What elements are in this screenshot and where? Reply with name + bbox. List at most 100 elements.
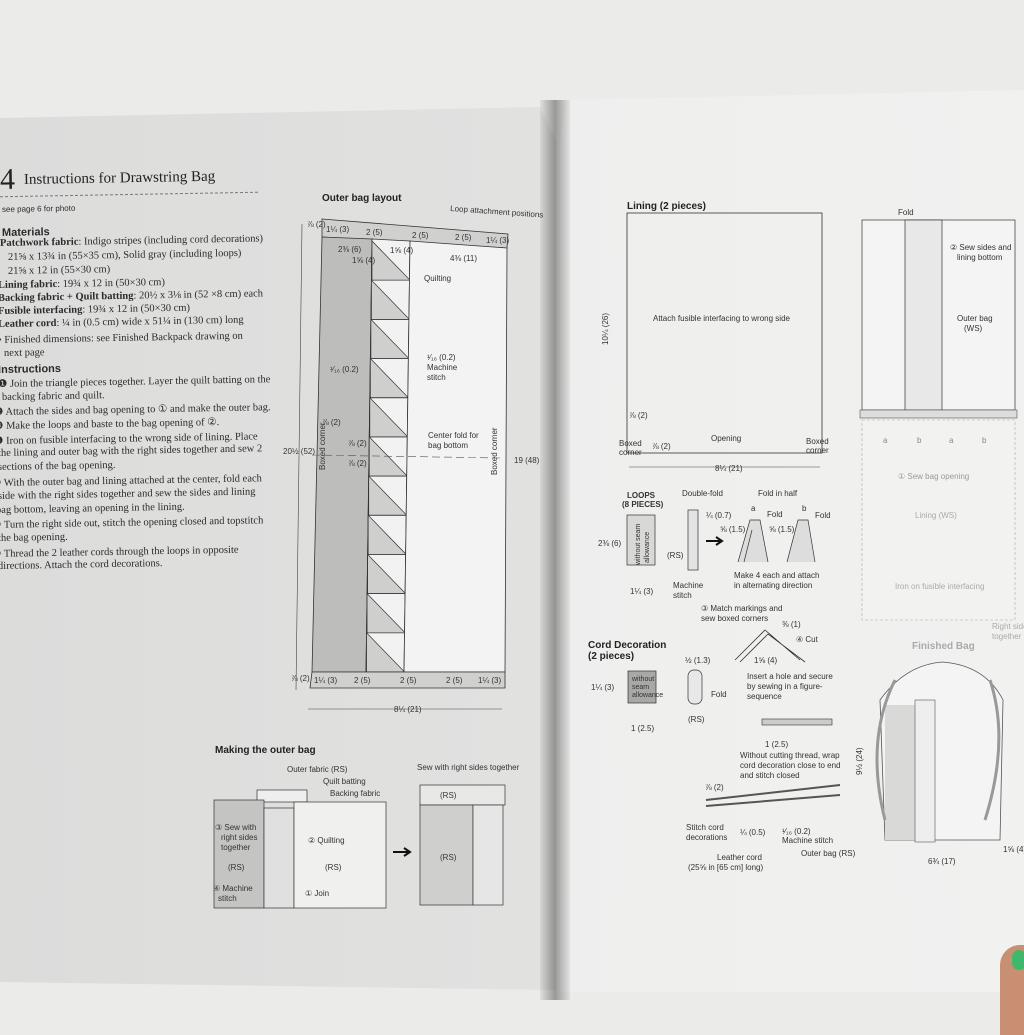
svg-text:Attach fusible interfacing to: Attach fusible interfacing to wrong side — [653, 314, 791, 323]
svg-text:Backing fabric: Backing fabric — [330, 789, 380, 798]
svg-text:⅞ (2): ⅞ (2) — [348, 459, 367, 468]
svg-text:⅝ (1.5): ⅝ (1.5) — [769, 525, 795, 534]
svg-text:¹⁄₁₆ (0.2): ¹⁄₁₆ (0.2) — [427, 353, 456, 362]
svg-text:Boxed: Boxed — [806, 437, 829, 446]
svg-text:2 (5): 2 (5) — [354, 676, 371, 685]
svg-text:seam: seam — [632, 684, 649, 691]
svg-text:Outer bag: Outer bag — [957, 314, 993, 323]
svg-text:② Quilting: ② Quilting — [308, 836, 345, 845]
svg-text:⅝ (1.5): ⅝ (1.5) — [720, 525, 746, 534]
svg-text:Leather cord: Leather cord — [717, 853, 762, 862]
svg-text:without seam: without seam — [635, 524, 642, 566]
svg-text:LOOPS: LOOPS — [627, 491, 656, 500]
svg-text:6¾ (17): 6¾ (17) — [928, 857, 956, 866]
svg-text:1¼ (3): 1¼ (3) — [314, 676, 337, 685]
svg-text:1⅝ (4): 1⅝ (4) — [390, 246, 413, 255]
svg-text:2 (5): 2 (5) — [400, 676, 417, 685]
svg-text:decorations: decorations — [686, 833, 727, 842]
svg-text:① Join: ① Join — [305, 889, 329, 898]
svg-text:a: a — [751, 504, 756, 513]
svg-text:lining bottom: lining bottom — [957, 253, 1003, 262]
svg-text:by sewing in a figure-: by sewing in a figure- — [747, 682, 823, 691]
svg-text:together: together — [221, 843, 251, 852]
bottom-strip — [309, 671, 506, 689]
svg-text:b: b — [982, 436, 987, 445]
svg-text:(RS): (RS) — [440, 791, 457, 800]
svg-text:2 (5): 2 (5) — [412, 231, 429, 240]
svg-text:(8 PIECES): (8 PIECES) — [622, 500, 664, 509]
svg-text:⅞ (2): ⅞ (2) — [629, 411, 648, 420]
svg-text:Boxed corner: Boxed corner — [318, 422, 327, 470]
svg-text:Lining (WS): Lining (WS) — [915, 511, 957, 520]
svg-text:Fold: Fold — [711, 690, 727, 699]
svg-text:and stitch closed: and stitch closed — [740, 771, 800, 780]
svg-text:Opening: Opening — [711, 434, 741, 443]
svg-text:9½ (24): 9½ (24) — [855, 747, 864, 775]
svg-text:Right sides: Right sides — [992, 622, 1024, 631]
svg-text:Iron on fusible interfacing: Iron on fusible interfacing — [895, 582, 984, 591]
svg-text:stitch: stitch — [673, 591, 692, 600]
loop-positions-label: Loop attachment positions — [450, 204, 544, 219]
svg-text:together: together — [992, 632, 1022, 641]
svg-text:(RS): (RS) — [228, 863, 245, 872]
svg-text:⅞ (2): ⅞ (2) — [348, 439, 367, 448]
svg-text:③ Match markings and: ③ Match markings and — [701, 604, 782, 613]
fingernail — [1012, 950, 1024, 970]
svg-text:④ Cut: ④ Cut — [796, 635, 819, 644]
svg-text:½ (1.3): ½ (1.3) — [685, 656, 711, 665]
svg-text:cord decoration close to end: cord decoration close to end — [740, 761, 841, 770]
svg-text:Machine: Machine — [427, 363, 458, 372]
svg-text:b: b — [917, 436, 922, 445]
svg-text:corner: corner — [806, 446, 829, 455]
svg-text:Sew with right sides together: Sew with right sides together — [417, 763, 520, 772]
svg-text:1 (2.5): 1 (2.5) — [765, 740, 788, 749]
svg-text:⅞ (2): ⅞ (2) — [322, 418, 341, 427]
svg-text:Machine stitch: Machine stitch — [782, 836, 833, 845]
svg-text:bag bottom: bag bottom — [428, 441, 468, 450]
svg-text:8¼ (21): 8¼ (21) — [394, 705, 422, 714]
svg-text:2 (5): 2 (5) — [366, 228, 383, 237]
svg-text:Without cutting thread, wrap: Without cutting thread, wrap — [740, 751, 840, 760]
svg-text:¹⁄₁₆ (0.2): ¹⁄₁₆ (0.2) — [782, 827, 811, 836]
svg-text:10¼ (26): 10¼ (26) — [601, 313, 610, 345]
svg-text:⅞ (2): ⅞ (2) — [705, 783, 724, 792]
svg-text:Stitch cord: Stitch cord — [686, 823, 724, 832]
svg-text:Machine: Machine — [673, 581, 704, 590]
svg-text:Fold: Fold — [898, 208, 914, 217]
svg-text:Boxed: Boxed — [619, 439, 642, 448]
svg-text:④ Machine: ④ Machine — [213, 884, 253, 893]
svg-text:in alternating direction: in alternating direction — [734, 581, 812, 590]
outer-bag-layout: Outer bag layout Loop attachment positio… — [283, 193, 544, 714]
svg-text:⅜ (1): ⅜ (1) — [782, 620, 801, 629]
svg-text:corner: corner — [619, 448, 642, 457]
boxed-corner-diagram: ③ Match markings and sew boxed corners ⅜… — [701, 604, 819, 665]
svg-text:(RS): (RS) — [440, 853, 457, 862]
svg-text:1¼ (3): 1¼ (3) — [326, 225, 349, 234]
svg-text:1¼ (3): 1¼ (3) — [630, 587, 653, 596]
svg-text:1⅝ (4): 1⅝ (4) — [1003, 845, 1024, 854]
svg-text:(WS): (WS) — [964, 324, 983, 333]
outer-layout-title: Outer bag layout — [322, 193, 402, 204]
svg-text:1¼ (3): 1¼ (3) — [591, 683, 614, 692]
svg-text:Making the outer bag: Making the outer bag — [215, 745, 316, 756]
svg-text:8¼ (21): 8¼ (21) — [715, 464, 743, 473]
svg-text:b: b — [802, 504, 807, 513]
svg-text:(RS): (RS) — [667, 551, 684, 560]
svg-text:Quilt batting: Quilt batting — [323, 777, 366, 786]
book-gutter — [540, 100, 570, 1000]
svg-text:(25⅝ in [65 cm] long): (25⅝ in [65 cm] long) — [688, 863, 763, 872]
svg-text:2⅜ (6): 2⅜ (6) — [598, 539, 621, 548]
svg-text:1¼ (3): 1¼ (3) — [486, 236, 509, 245]
svg-text:2 (5): 2 (5) — [446, 676, 463, 685]
svg-text:⅞ (2): ⅞ (2) — [291, 674, 310, 683]
svg-text:stitch: stitch — [218, 894, 237, 903]
svg-text:allowance: allowance — [632, 692, 663, 699]
svg-text:Lining (2 pieces): Lining (2 pieces) — [627, 201, 706, 212]
svg-text:⅞ (2): ⅞ (2) — [307, 220, 326, 229]
triangle-pieces — [366, 240, 411, 673]
svg-text:sew boxed corners: sew boxed corners — [701, 614, 768, 623]
svg-text:(2 pieces): (2 pieces) — [588, 651, 634, 662]
svg-text:③ Sew with: ③ Sew with — [215, 823, 256, 832]
svg-text:1 (2.5): 1 (2.5) — [631, 724, 654, 733]
